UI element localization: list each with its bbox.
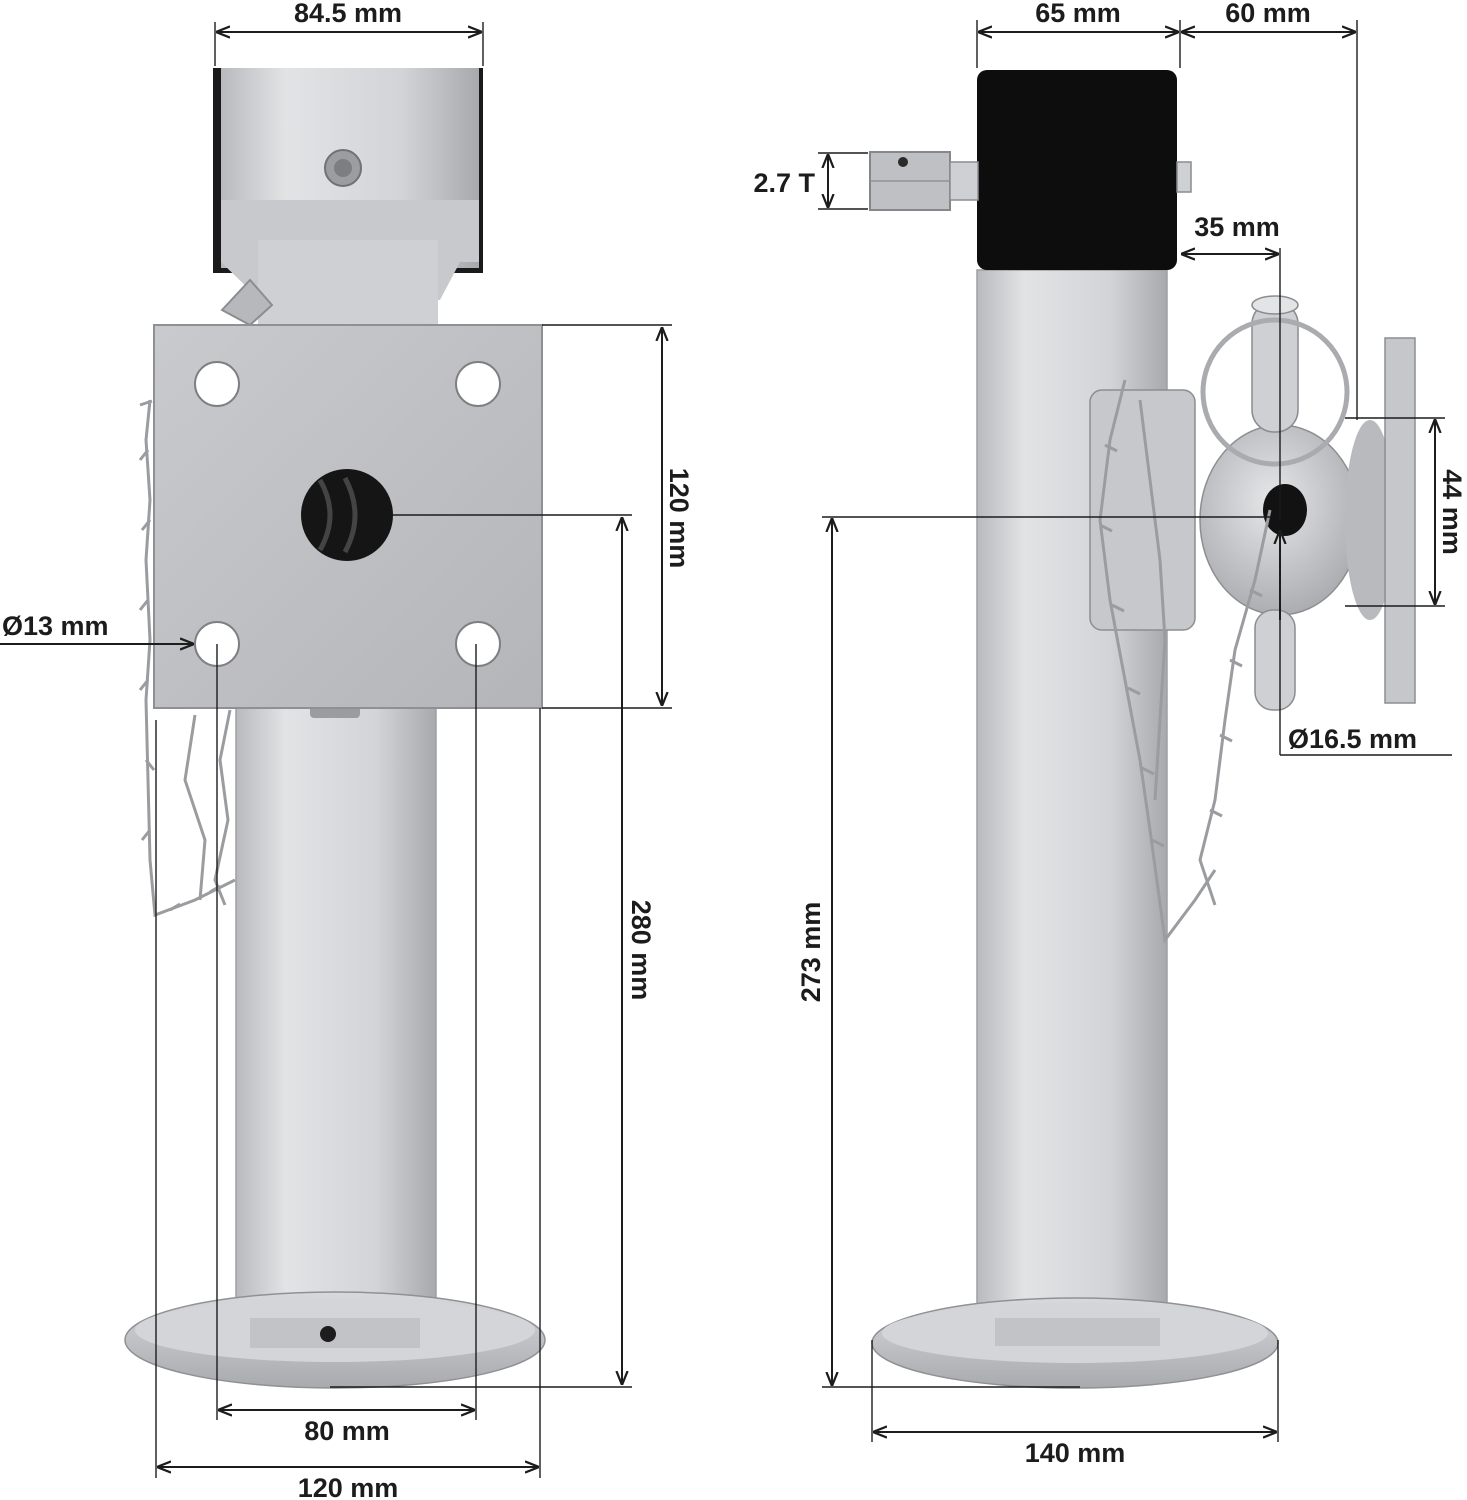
dim-cap-width: 65 mm (1035, 0, 1121, 28)
black-cap (977, 70, 1177, 270)
mount-hole-tr (455, 361, 501, 407)
dim-base-height: 273 mm (796, 902, 826, 1003)
dim-plate-width: 120 mm (298, 1473, 399, 1500)
dim-offset-width: 60 mm (1225, 0, 1311, 28)
dim-top-width: 84.5 mm (294, 0, 402, 28)
dim-pin-diameter: Ø16.5 mm (1288, 724, 1417, 754)
side-foot (871, 1297, 1279, 1389)
dim-plate-height: 120 mm (664, 468, 694, 569)
top-tube (213, 68, 483, 327)
side-dimensions: 65 mm 60 mm 2.7 T 35 mm 44 mm Ø16.5 mm 2… (753, 0, 1467, 1468)
dim-flange-height: 44 mm (1437, 469, 1467, 555)
dim-clearance: 35 mm (1194, 212, 1280, 242)
dim-hole-spacing: 80 mm (304, 1416, 390, 1446)
mount-hole-br (455, 621, 501, 667)
dim-load-capacity: 2.7 T (753, 168, 815, 198)
foot-plate (124, 1291, 546, 1389)
dim-foot-diameter: 140 mm (1025, 1438, 1126, 1468)
safety-chain-front (138, 399, 236, 918)
safety-chain-side (1098, 379, 1272, 944)
front-dimensions: 84.5 mm 120 mm 280 mm Ø13 mm 80 mm 120 m… (0, 0, 694, 1500)
crank-shaft (869, 151, 1192, 211)
mounting-plate (153, 324, 543, 709)
leg-tube (235, 699, 437, 1350)
front-view (124, 68, 546, 1389)
flange-plate (1384, 337, 1416, 704)
side-view (869, 70, 1416, 1389)
locking-pin (1200, 295, 1350, 711)
dim-hole-diameter: Ø13 mm (2, 611, 109, 641)
mount-hole-tl (194, 361, 240, 407)
dim-total-height: 280 mm (626, 900, 656, 1001)
